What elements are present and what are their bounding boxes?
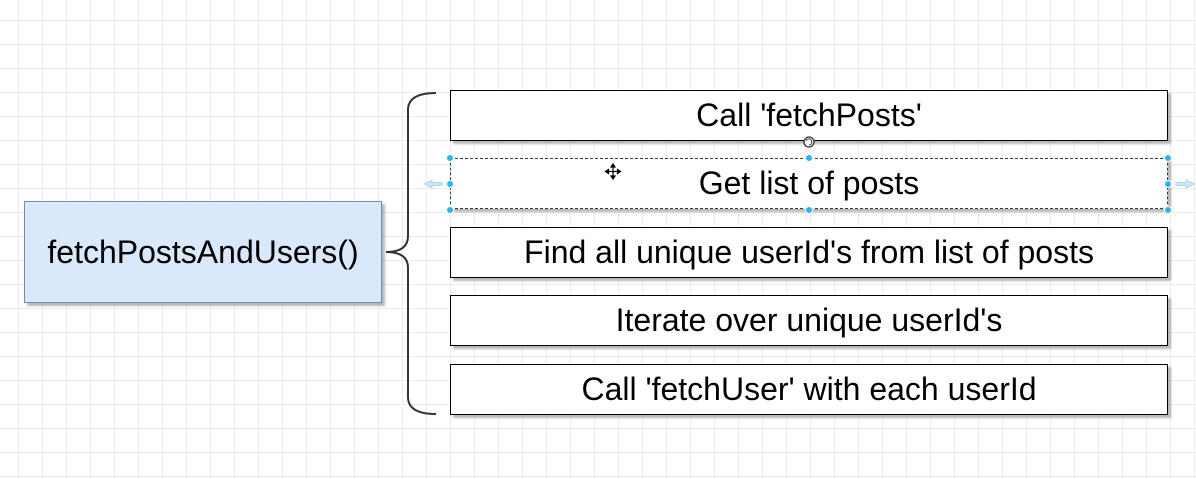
move-cursor-icon: [604, 162, 622, 181]
resize-handle-top-left[interactable]: [446, 154, 454, 162]
rotate-handle-icon[interactable]: [803, 136, 815, 148]
step-label: Iterate over unique userId's: [615, 302, 1003, 338]
resize-handle-right[interactable]: [1164, 180, 1172, 188]
step-find-unique-userids[interactable]: Find all unique userId's from list of po…: [450, 227, 1168, 278]
connect-arrow-right-icon[interactable]: [1175, 179, 1196, 189]
step-label: Call 'fetchUser' with each userId: [581, 371, 1037, 407]
resize-handle-top[interactable]: [805, 154, 813, 162]
step-iterate-userids[interactable]: Iterate over unique userId's: [450, 295, 1168, 346]
connect-arrow-left-icon[interactable]: [422, 179, 443, 189]
resize-handle-top-right[interactable]: [1164, 154, 1172, 162]
resize-handle-left[interactable]: [446, 180, 454, 188]
step-call-fetchposts[interactable]: Call 'fetchPosts': [450, 90, 1168, 141]
resize-handle-bottom-right[interactable]: [1164, 206, 1172, 214]
function-node-label: fetchPostsAndUsers(): [47, 233, 359, 270]
resize-handle-bottom[interactable]: [805, 206, 813, 214]
function-node[interactable]: fetchPostsAndUsers(): [24, 201, 382, 303]
step-get-list-of-posts[interactable]: Get list of posts: [450, 158, 1168, 209]
step-label: Call 'fetchPosts': [696, 97, 922, 133]
step-label: Find all unique userId's from list of po…: [524, 234, 1094, 270]
step-label: Get list of posts: [698, 165, 920, 201]
curly-brace: [385, 92, 437, 415]
resize-handle-bottom-left[interactable]: [446, 206, 454, 214]
step-call-fetchuser[interactable]: Call 'fetchUser' with each userId: [450, 364, 1168, 415]
